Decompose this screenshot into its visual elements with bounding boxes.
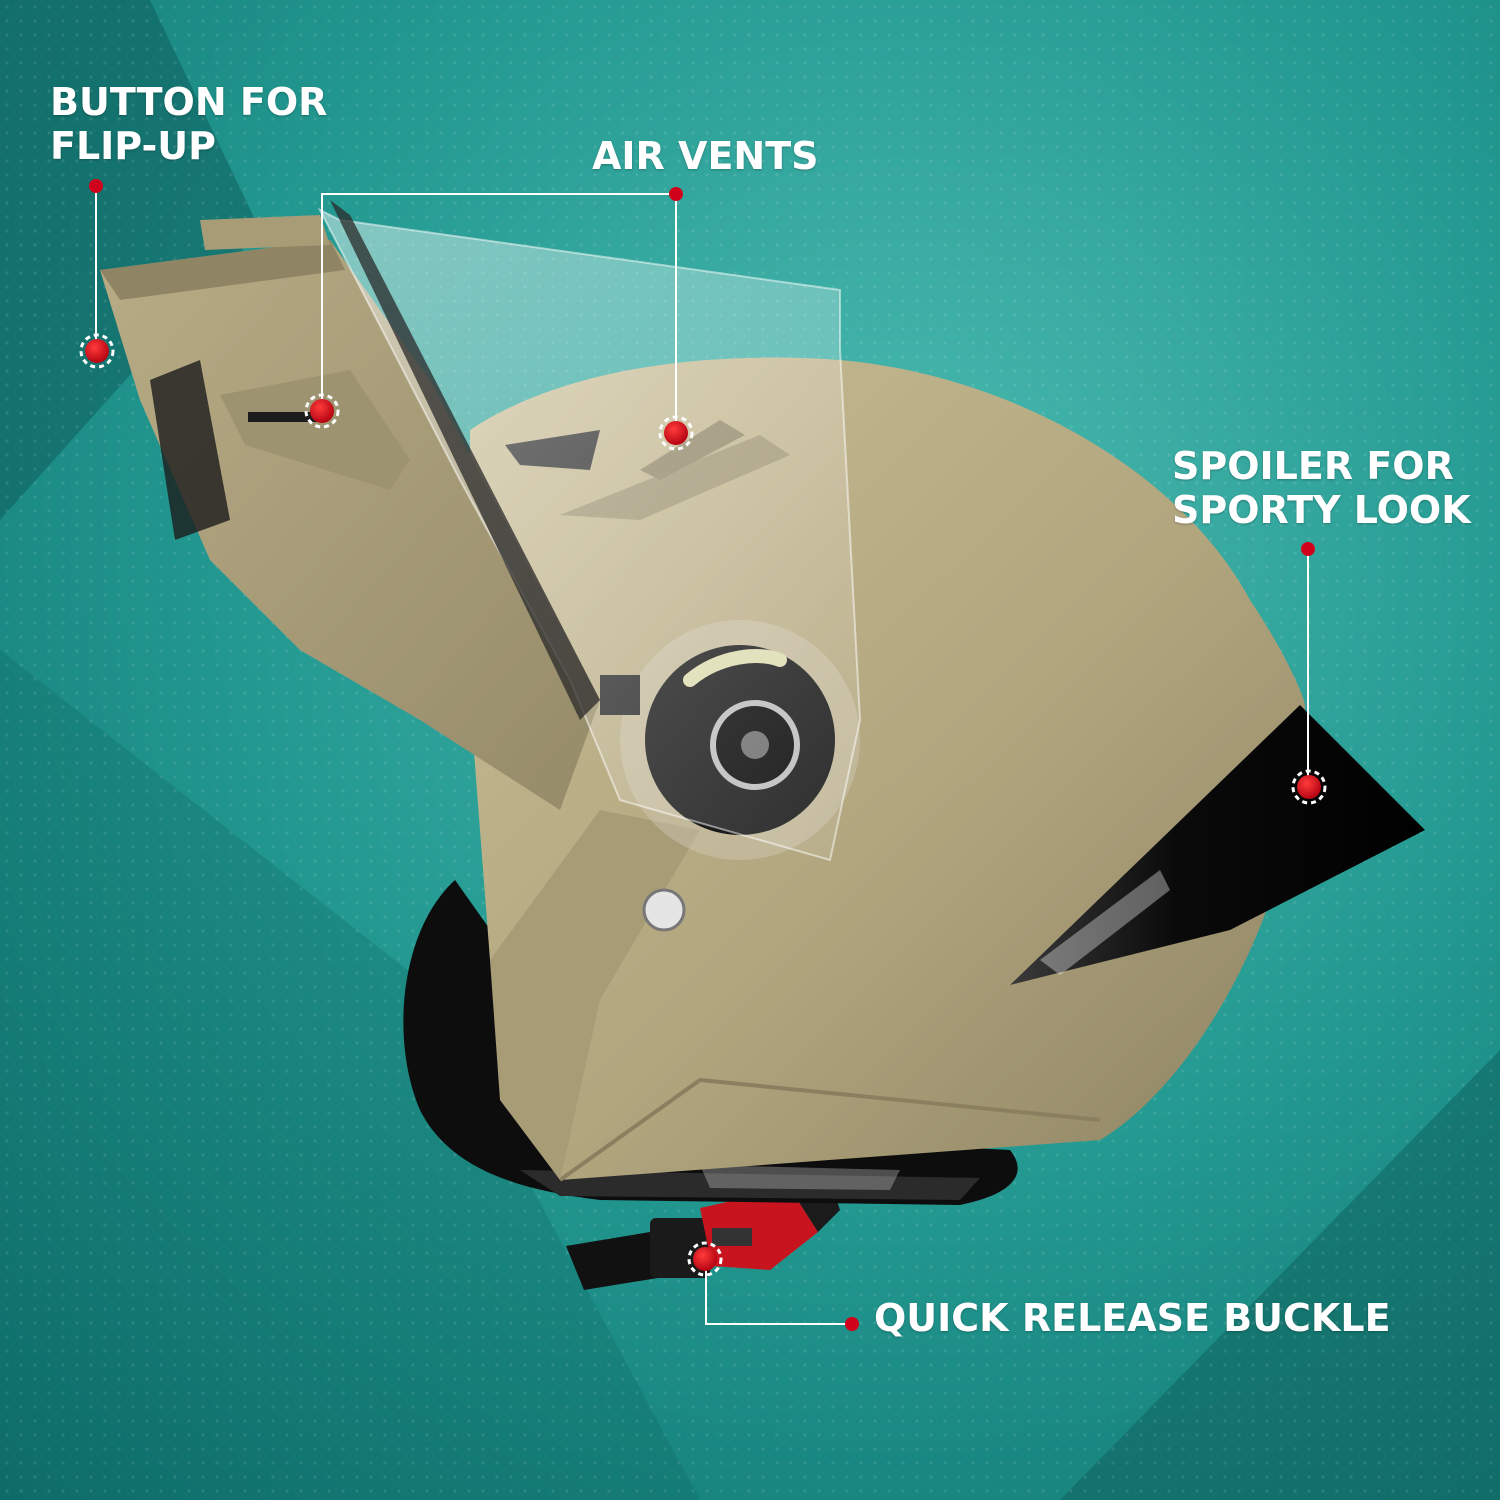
leader-line-air-vents-left xyxy=(321,193,676,410)
side-rivet xyxy=(642,888,686,932)
callout-flip-up-line2: FLIP-UP xyxy=(50,124,216,168)
markers xyxy=(79,179,1327,1331)
callout-spoiler: SPOILER FOR SPORTY LOOK xyxy=(1172,444,1471,532)
hotspot-air-vent-top xyxy=(658,415,694,451)
hotspot-buckle xyxy=(687,1241,723,1277)
marker-dot-flip-up xyxy=(89,179,103,193)
callout-flip-up-line1: BUTTON FOR xyxy=(50,80,328,124)
flip-up-chin-bar xyxy=(100,215,600,810)
callout-flip-up: BUTTON FOR FLIP-UP xyxy=(50,80,327,168)
clear-visor xyxy=(317,200,862,862)
hotspot-flip-up xyxy=(79,333,115,369)
leader-line-buckle xyxy=(705,1260,852,1325)
marker-dot-spoiler xyxy=(1301,542,1315,556)
hotspot-spoiler xyxy=(1291,769,1327,805)
callout-spoiler-line1: SPOILER FOR xyxy=(1172,444,1454,488)
rear-spoiler xyxy=(1010,705,1425,985)
callout-air-vents: AIR VENTS xyxy=(592,134,819,178)
hotspot-air-vent-chin xyxy=(304,393,340,429)
callout-buckle-line1: QUICK RELEASE BUCKLE xyxy=(874,1296,1391,1340)
callout-air-vents-line1: AIR VENTS xyxy=(592,134,819,178)
marker-dot-buckle xyxy=(845,1317,859,1331)
callout-buckle: QUICK RELEASE BUCKLE xyxy=(874,1296,1391,1340)
callout-spoiler-line2: SPORTY LOOK xyxy=(1172,488,1471,532)
marker-dot-air-vents xyxy=(669,187,683,201)
leader-lines xyxy=(95,186,1309,1325)
